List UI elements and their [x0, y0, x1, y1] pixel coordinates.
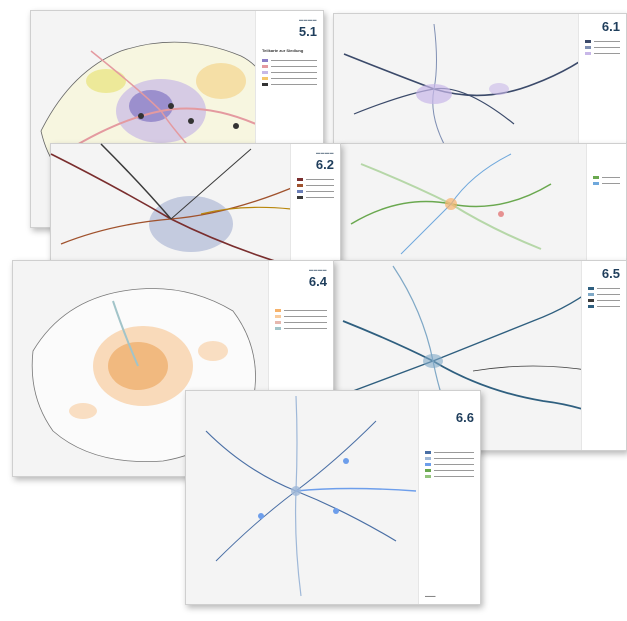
legend-lines: [593, 176, 620, 185]
map-sheet[interactable]: 6.6 ▬▬▬: [185, 390, 481, 605]
sheet-number: 6.5: [601, 266, 620, 281]
header-mark: ▬▬▬▬: [309, 267, 327, 272]
sheet-number: 5.1: [298, 24, 317, 39]
map-legend: 6.5: [581, 261, 626, 450]
map-sheet[interactable]: ▬▬▬▬ 6.2: [50, 143, 341, 264]
sheet-number: 6.2: [315, 157, 334, 172]
legend-lines: [425, 451, 474, 478]
header-mark: ▬▬▬▬: [299, 17, 317, 22]
map-sheet[interactable]: [340, 143, 627, 263]
map-graphic: [334, 14, 626, 152]
map-legend: 6.6 ▬▬▬: [418, 391, 480, 604]
map-sheet[interactable]: 6.1: [333, 13, 627, 153]
sheet-number: 6.1: [601, 19, 620, 34]
map-legend: ▬▬▬▬ 6.2: [290, 144, 340, 263]
header-mark: ▬▬▬▬: [316, 150, 334, 155]
footer-mark: ▬▬▬: [425, 594, 436, 598]
legend-lines: [297, 178, 334, 199]
map-legend: [586, 144, 626, 262]
map-graphic: [341, 144, 626, 262]
sheet-number: 6.6: [455, 410, 474, 425]
sheet-number: 6.4: [308, 274, 327, 289]
legend-lines: [275, 309, 327, 330]
legend-lines: [588, 287, 620, 308]
map-legend: 6.1: [578, 14, 626, 152]
legend-lines: [585, 40, 620, 55]
legend-lines: [262, 59, 317, 86]
legend-title: Teilkarte zur Siedlung: [262, 48, 304, 53]
